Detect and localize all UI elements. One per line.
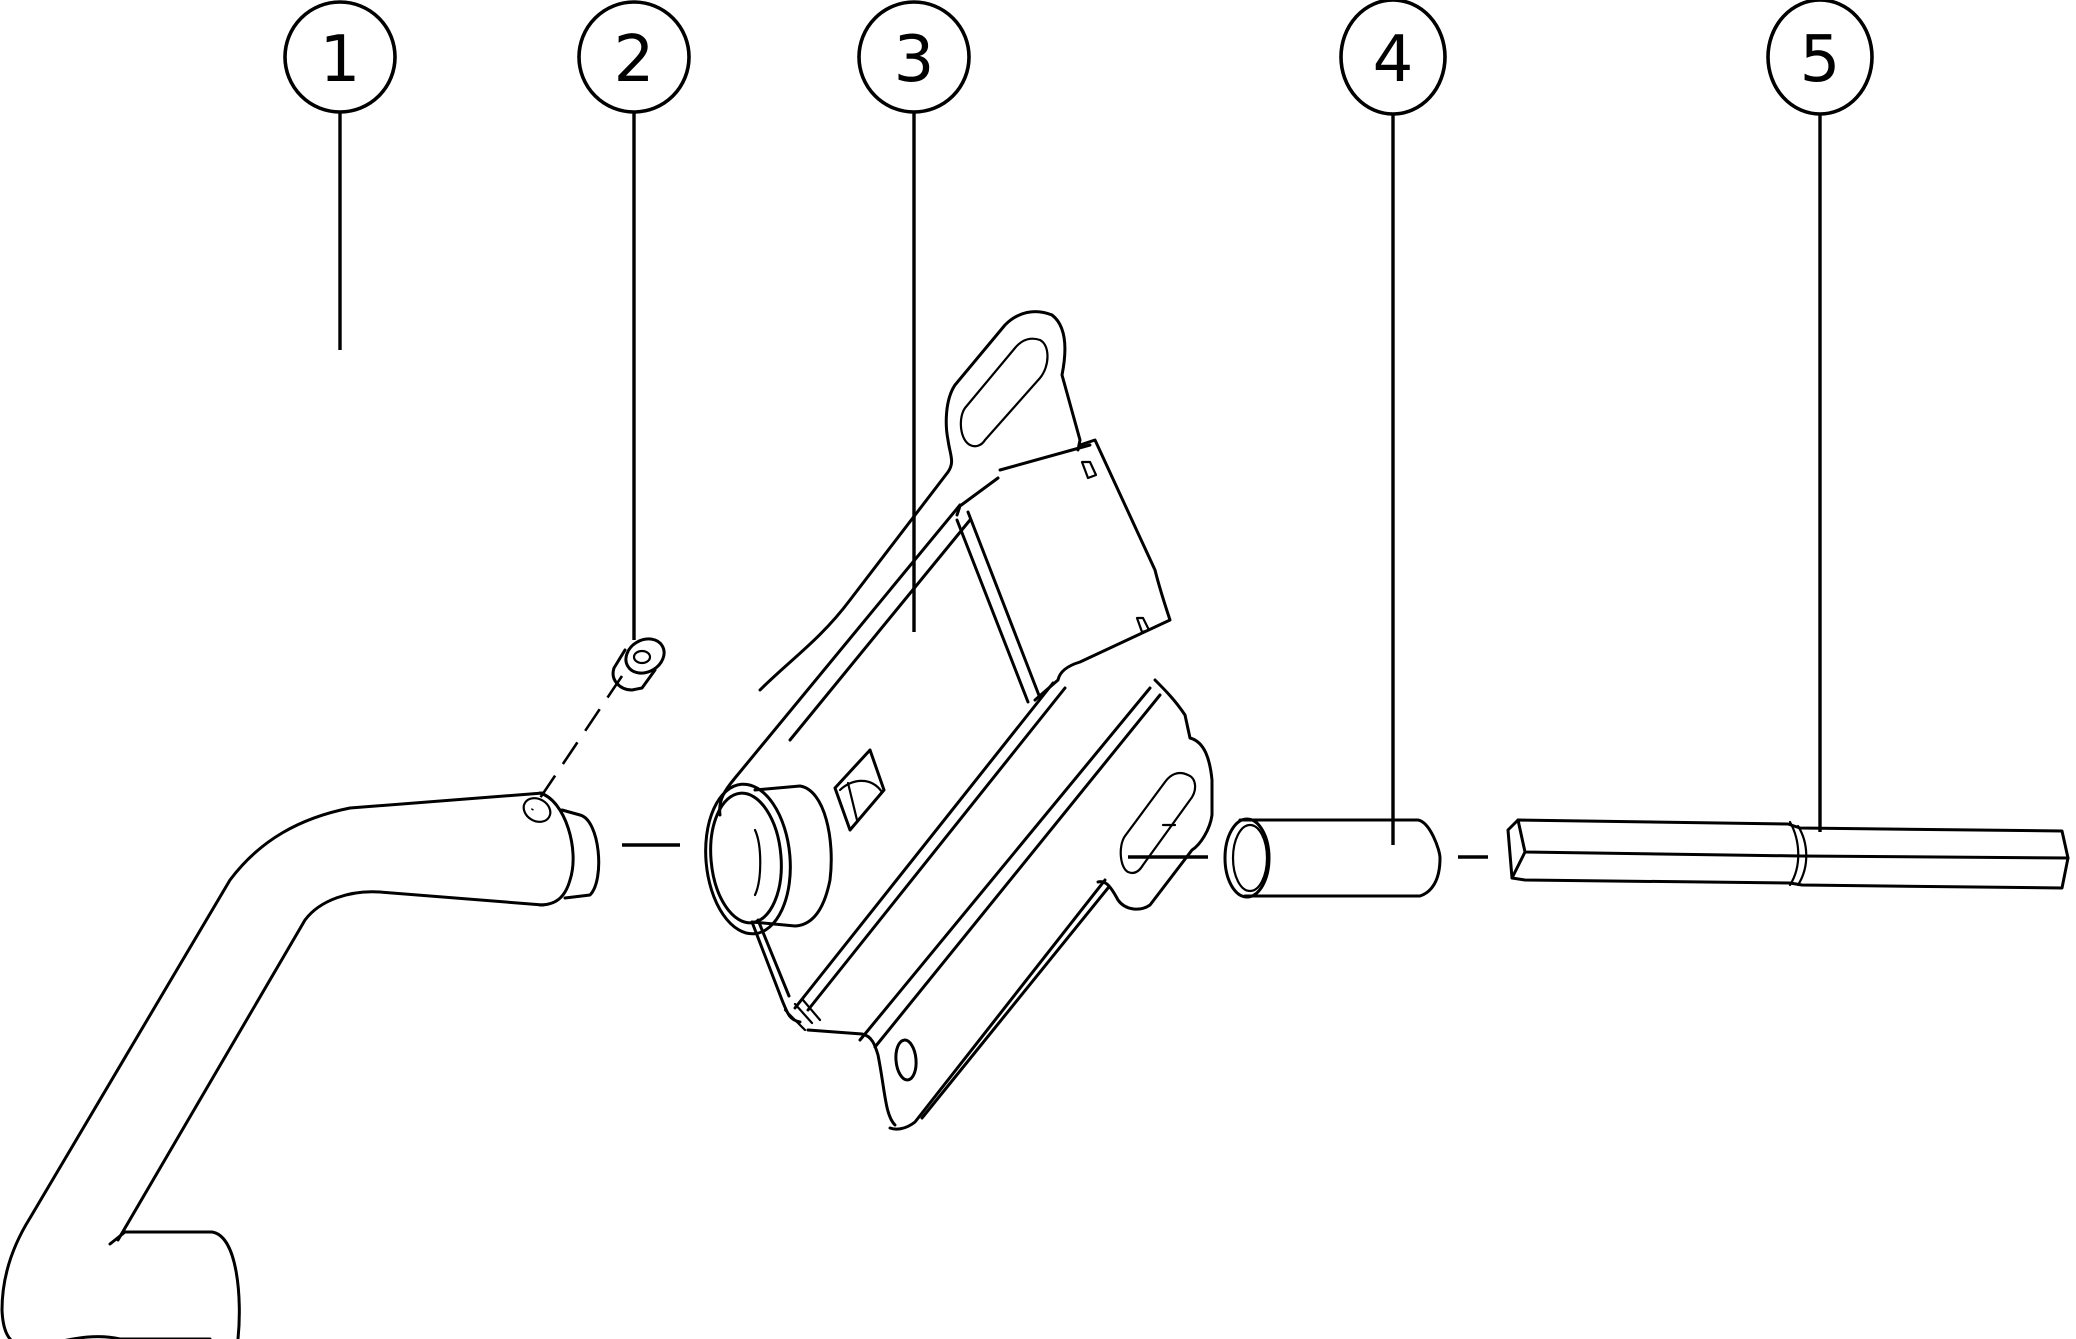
- callout-2-number: 2: [614, 23, 655, 97]
- part-1-bent-tube: [0, 791, 601, 1339]
- callout-3-number: 3: [894, 23, 935, 97]
- callout-5-number: 5: [1800, 23, 1841, 97]
- callout-1-number: 1: [320, 23, 361, 97]
- part-4-sleeve: [1223, 817, 1442, 899]
- callout-3: 3: [857, 0, 971, 632]
- part-2-nut: [611, 637, 666, 692]
- callout-1: 1: [283, 0, 397, 350]
- part-3-bracket-plate: [704, 310, 1214, 1131]
- part-5-square-bar: [1506, 818, 2070, 890]
- assembly-axis-2-to-1: [530, 675, 624, 811]
- callout-4-number: 4: [1373, 23, 1414, 97]
- callout-5: 5: [1766, 0, 1874, 832]
- callout-2: 2: [577, 0, 691, 640]
- callout-4: 4: [1339, 0, 1447, 845]
